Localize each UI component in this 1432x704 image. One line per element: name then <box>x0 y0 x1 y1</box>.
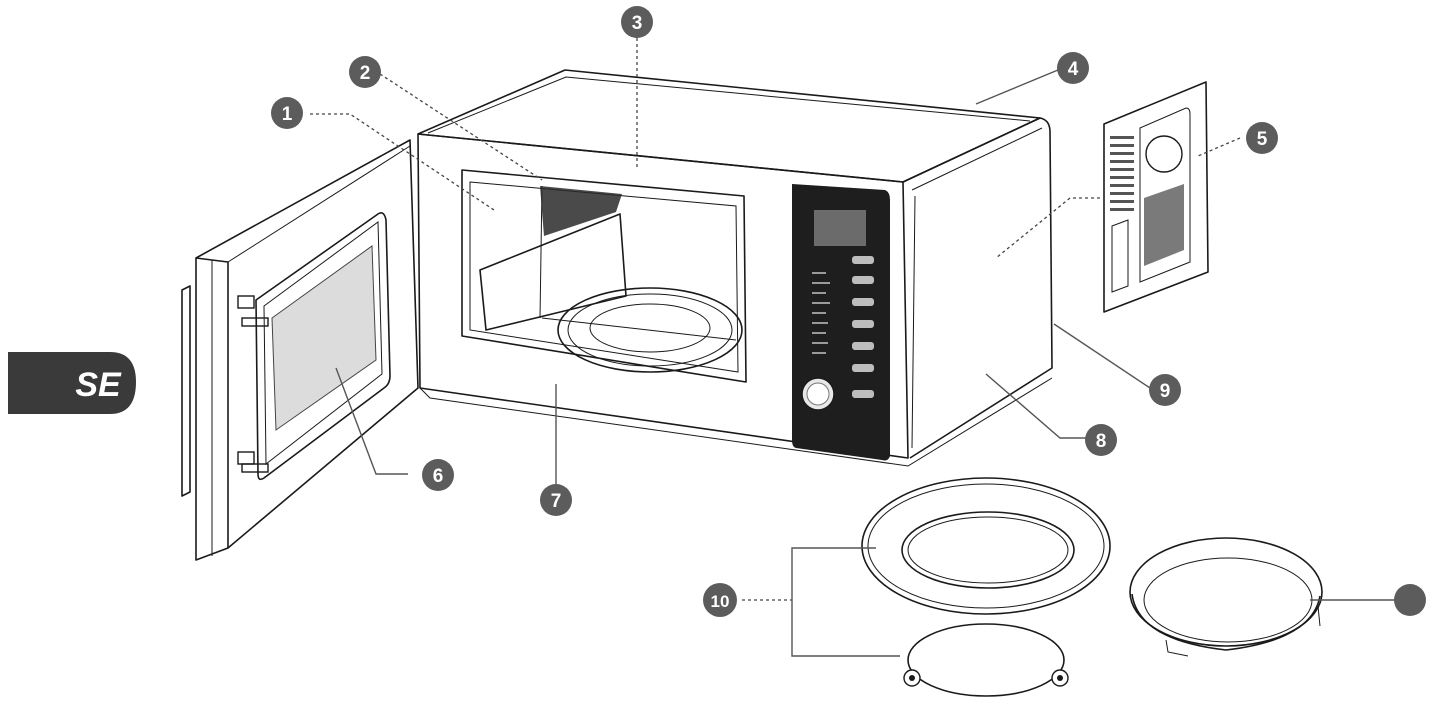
microwave-door <box>181 139 419 561</box>
callout-1: 1 <box>271 97 303 129</box>
callout-7: 7 <box>540 484 572 516</box>
callout-8-label: 8 <box>1096 431 1107 452</box>
callout-2-label: 2 <box>360 63 371 84</box>
leader-lines <box>310 38 1398 657</box>
callout-5: 5 <box>1246 122 1278 154</box>
callout-6-label: 6 <box>433 466 444 487</box>
callout-2: 2 <box>349 56 381 88</box>
crisp-plate <box>1129 537 1323 657</box>
microwave-body <box>417 69 1053 467</box>
callout-7-label: 7 <box>551 491 562 512</box>
callout-4-label: 4 <box>1068 59 1079 80</box>
callout-6: 6 <box>422 459 454 491</box>
callout-10-label: 10 <box>711 592 730 611</box>
callout-3: 3 <box>621 6 653 38</box>
callout-11 <box>1394 584 1426 616</box>
glass-tray <box>861 477 1111 615</box>
callout-8: 8 <box>1085 424 1117 456</box>
callout-4: 4 <box>1057 52 1089 84</box>
callout-9-label: 9 <box>1160 381 1171 402</box>
region-badge-label: SE <box>75 366 122 404</box>
callout-10: 10 <box>703 583 737 617</box>
callout-3-label: 3 <box>632 13 643 34</box>
region-badge: SE <box>8 352 136 414</box>
roller-ring <box>903 623 1069 697</box>
callout-5-label: 5 <box>1257 129 1268 150</box>
callout-9: 9 <box>1149 374 1181 406</box>
waveguide-panel <box>1103 81 1209 313</box>
callout-1-label: 1 <box>282 104 293 125</box>
